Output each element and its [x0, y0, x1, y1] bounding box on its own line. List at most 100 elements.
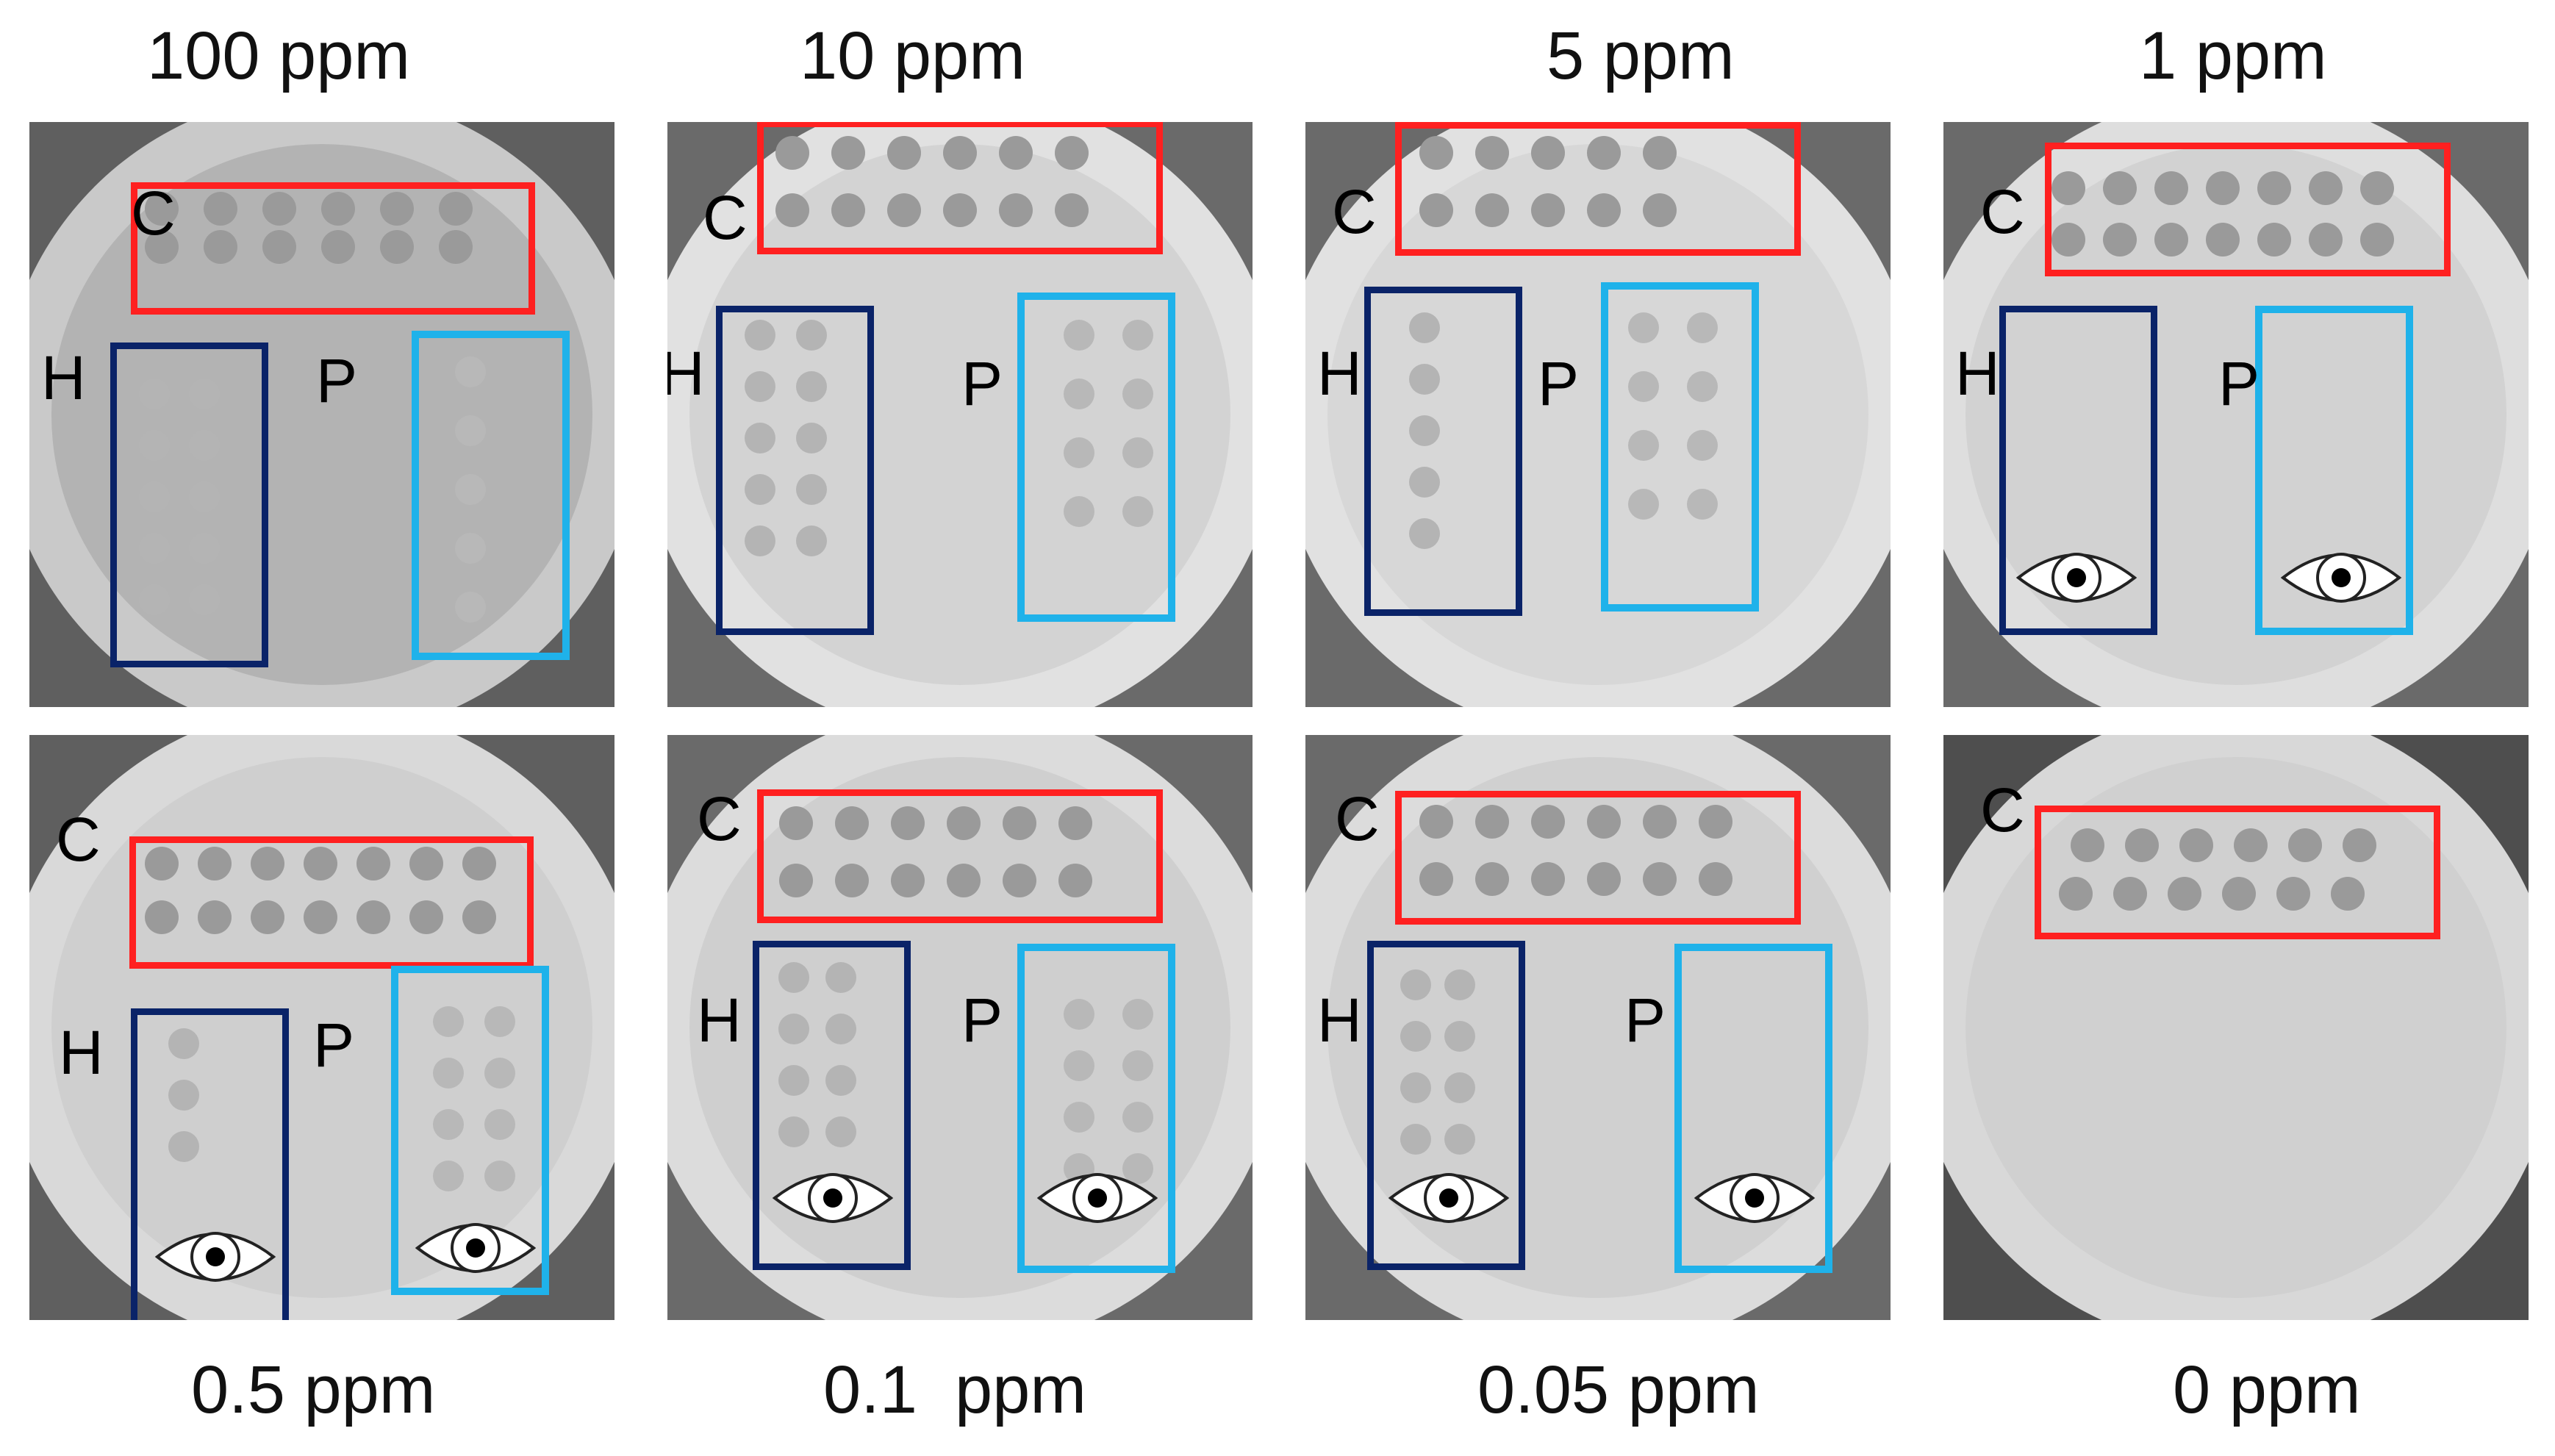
sample-spot	[831, 193, 865, 227]
sample-spot	[1628, 489, 1659, 520]
sample-spot	[2051, 223, 2085, 257]
sample-spot	[1400, 969, 1431, 1000]
eye-icon	[413, 1211, 538, 1285]
control-region-box	[2035, 806, 2440, 939]
sample-spot	[1400, 1124, 1431, 1155]
eye-icon	[1035, 1161, 1160, 1235]
sample-spot	[2234, 828, 2268, 862]
label-h: H	[59, 1018, 104, 1087]
sample-spot	[1122, 999, 1153, 1030]
sample-spot	[1699, 805, 1732, 839]
sample-spot	[835, 864, 869, 897]
sample-spot	[1628, 371, 1659, 402]
sample-spot	[947, 806, 981, 840]
p-region-box	[391, 966, 549, 1295]
sample-spot	[455, 474, 486, 505]
control-region-box	[757, 789, 1163, 923]
sample-spot	[825, 1116, 856, 1147]
concentration-label-8: 0 ppm	[2173, 1352, 2361, 1427]
sample-spot	[2222, 877, 2256, 911]
eye-icon	[2014, 541, 2139, 614]
label-h: H	[1317, 339, 1362, 408]
label-c: C	[1335, 784, 1380, 853]
sample-spot	[1058, 806, 1092, 840]
concentration-label-3: 5 ppm	[1547, 18, 1735, 93]
sample-spot	[1064, 999, 1094, 1030]
sample-spot	[168, 1080, 199, 1111]
sample-spot	[891, 864, 925, 897]
label-p: P	[1624, 986, 1666, 1055]
p-region-box	[1601, 282, 1759, 612]
sample-spot	[484, 1161, 515, 1191]
label-p: P	[961, 986, 1003, 1055]
sample-spot	[380, 230, 414, 264]
sample-spot	[251, 847, 284, 881]
sample-spot	[2257, 171, 2291, 205]
sample-spot	[2276, 877, 2310, 911]
label-h: H	[697, 986, 742, 1055]
sample-spot	[1531, 862, 1565, 896]
sample-spot	[2309, 223, 2343, 257]
sample-spot	[189, 533, 220, 564]
sample-spot	[139, 379, 170, 409]
sample-spot	[455, 356, 486, 387]
sample-spot	[1643, 805, 1677, 839]
h-region-box	[1367, 941, 1525, 1270]
sample-spot	[778, 1014, 809, 1044]
sample-spot	[2071, 828, 2104, 862]
dish-surface	[689, 144, 1230, 685]
sample-spot	[145, 192, 179, 226]
sample-spot	[1687, 430, 1718, 461]
sample-spot	[1058, 864, 1092, 897]
sample-spot	[1122, 496, 1153, 527]
sample-spot	[835, 806, 869, 840]
sample-spot	[251, 900, 284, 934]
sample-spot	[825, 1014, 856, 1044]
label-h: H	[1317, 986, 1362, 1055]
control-region-box	[131, 182, 535, 315]
sample-spot	[831, 136, 865, 170]
sample-spot	[1587, 136, 1621, 170]
sample-spot	[189, 584, 220, 615]
sample-spot	[825, 1065, 856, 1096]
sample-spot	[168, 1131, 199, 1162]
sample-spot	[1475, 136, 1509, 170]
sample-spot	[2168, 877, 2201, 911]
sample-spot	[1699, 862, 1732, 896]
sample-spot	[2257, 223, 2291, 257]
sample-spot	[1444, 1021, 1475, 1052]
sample-spot	[2331, 877, 2365, 911]
sample-spot	[2206, 223, 2240, 257]
sample-spot	[891, 806, 925, 840]
sample-spot	[1122, 1050, 1153, 1081]
sample-spot	[439, 192, 473, 226]
sample-spot	[262, 230, 296, 264]
sample-spot	[1003, 864, 1036, 897]
sample-spot	[796, 320, 827, 351]
control-region-box	[1395, 122, 1801, 256]
sample-spot	[778, 1116, 809, 1147]
sample-spot	[189, 430, 220, 461]
sample-spot	[1643, 862, 1677, 896]
sample-spot	[1409, 518, 1440, 549]
sample-spot	[796, 423, 827, 453]
h-region-box	[716, 306, 874, 635]
control-region-box	[1395, 791, 1801, 925]
sample-spot	[1475, 193, 1509, 227]
sample-spot	[1687, 312, 1718, 343]
sample-spot	[139, 533, 170, 564]
sample-spot	[778, 1065, 809, 1096]
p-region-box	[1017, 293, 1175, 622]
sample-spot	[1122, 320, 1153, 351]
sample-spot	[745, 371, 775, 402]
sample-spot	[439, 230, 473, 264]
sample-spot	[775, 136, 809, 170]
sample-spot	[1643, 136, 1677, 170]
h-region-box	[131, 1008, 289, 1320]
sample-spot	[745, 474, 775, 505]
sample-spot	[1687, 371, 1718, 402]
label-p: P	[1538, 349, 1580, 418]
sample-spot	[1587, 805, 1621, 839]
sample-spot	[796, 371, 827, 402]
